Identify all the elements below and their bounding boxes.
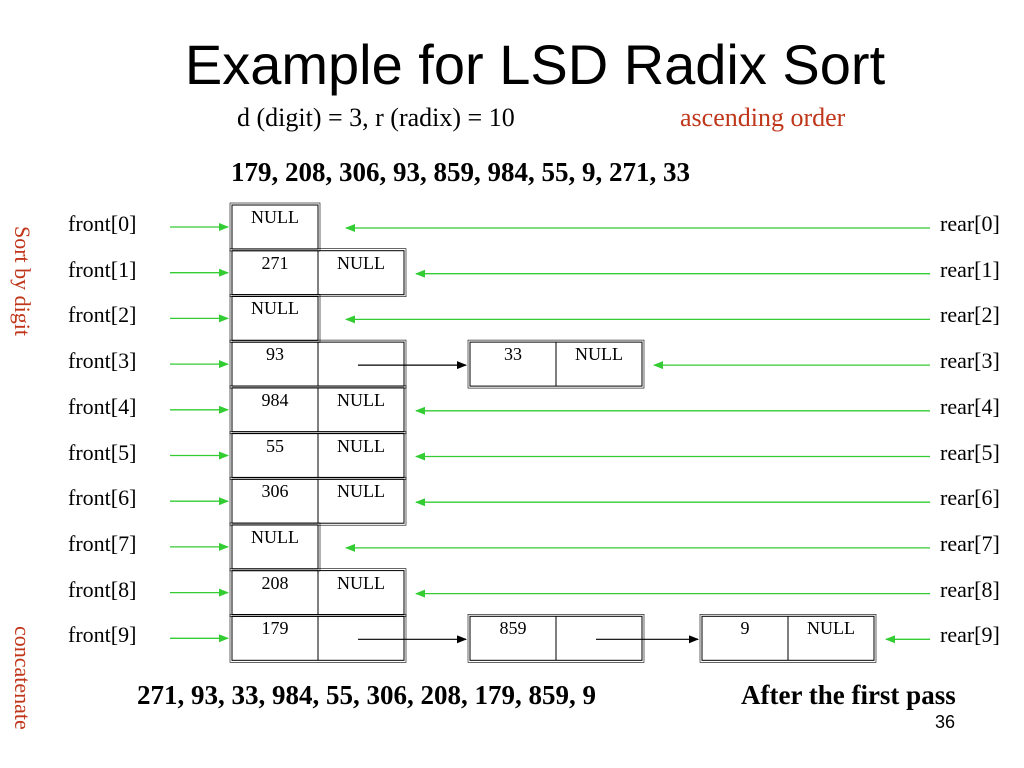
front-label-6: front[6] <box>68 485 137 511</box>
front-label-1: front[1] <box>68 256 137 282</box>
node-null-1-0: NULL <box>337 252 385 273</box>
front-label-3: front[3] <box>68 348 137 374</box>
input-sequence: 179, 208, 306, 93, 859, 984, 55, 9, 271,… <box>231 157 690 187</box>
node-value-9-0: 179 <box>261 618 289 639</box>
node-value-6-0: 306 <box>261 481 289 502</box>
slide-title: Example for LSD Radix Sort <box>184 33 886 96</box>
page-number: 36 <box>935 712 956 732</box>
front-label-5: front[5] <box>68 439 137 465</box>
front-label-4: front[4] <box>68 393 137 419</box>
rear-label-3: rear[3] <box>940 348 1000 374</box>
pass-label: After the first pass <box>741 680 956 710</box>
node-9-1-outline <box>467 613 645 663</box>
node-3-1-outline <box>467 339 645 389</box>
rear-label-1: rear[1] <box>940 256 1000 282</box>
rear-label-4: rear[4] <box>940 393 1000 419</box>
node-null-4-0: NULL <box>337 389 385 410</box>
node-9-0-outline <box>229 613 407 663</box>
node-9-2-outline <box>699 613 877 663</box>
node-value-9-1: 859 <box>499 618 527 639</box>
front-label-7: front[7] <box>68 530 137 556</box>
null-text-2: NULL <box>251 298 299 319</box>
rear-label-7: rear[7] <box>940 530 1000 556</box>
sort-by-digit-label: Sort by digit <box>10 226 35 337</box>
null-text-7: NULL <box>251 526 299 547</box>
node-value-9-2: 9 <box>740 618 750 639</box>
node-value-3-0: 93 <box>266 344 284 365</box>
node-value-1-0: 271 <box>261 252 289 273</box>
rear-label-5: rear[5] <box>940 439 1000 465</box>
sort-parameters: d (digit) = 3, r (radix) = 10 <box>237 103 515 132</box>
front-label-8: front[8] <box>68 576 137 602</box>
front-label-0: front[0] <box>68 211 137 236</box>
rear-label-9: rear[9] <box>940 622 1000 648</box>
rear-label-8: rear[8] <box>940 576 1000 602</box>
node-value-5-0: 55 <box>266 435 284 456</box>
node-value-3-1: 33 <box>504 344 522 365</box>
node-value-8-0: 208 <box>261 572 289 593</box>
rear-label-0: rear[0] <box>940 211 1000 236</box>
front-label-2: front[2] <box>68 302 137 328</box>
node-null-9-2: NULL <box>807 618 855 639</box>
front-label-9: front[9] <box>68 622 137 648</box>
node-value-4-0: 984 <box>261 389 289 410</box>
rear-label-6: rear[6] <box>940 485 1000 511</box>
null-box-7 <box>231 524 319 570</box>
node-null-3-1: NULL <box>575 344 623 365</box>
rear-label-2: rear[2] <box>940 302 1000 328</box>
node-null-8-0: NULL <box>337 572 385 593</box>
result-sequence: 271, 93, 33, 984, 55, 306, 208, 179, 859… <box>137 680 596 710</box>
concatenate-label: concatenate <box>10 626 35 730</box>
node-null-6-0: NULL <box>337 481 385 502</box>
node-null-5-0: NULL <box>337 435 385 456</box>
null-text-0: NULL <box>251 207 299 227</box>
sort-order-label: ascending order <box>680 103 846 132</box>
